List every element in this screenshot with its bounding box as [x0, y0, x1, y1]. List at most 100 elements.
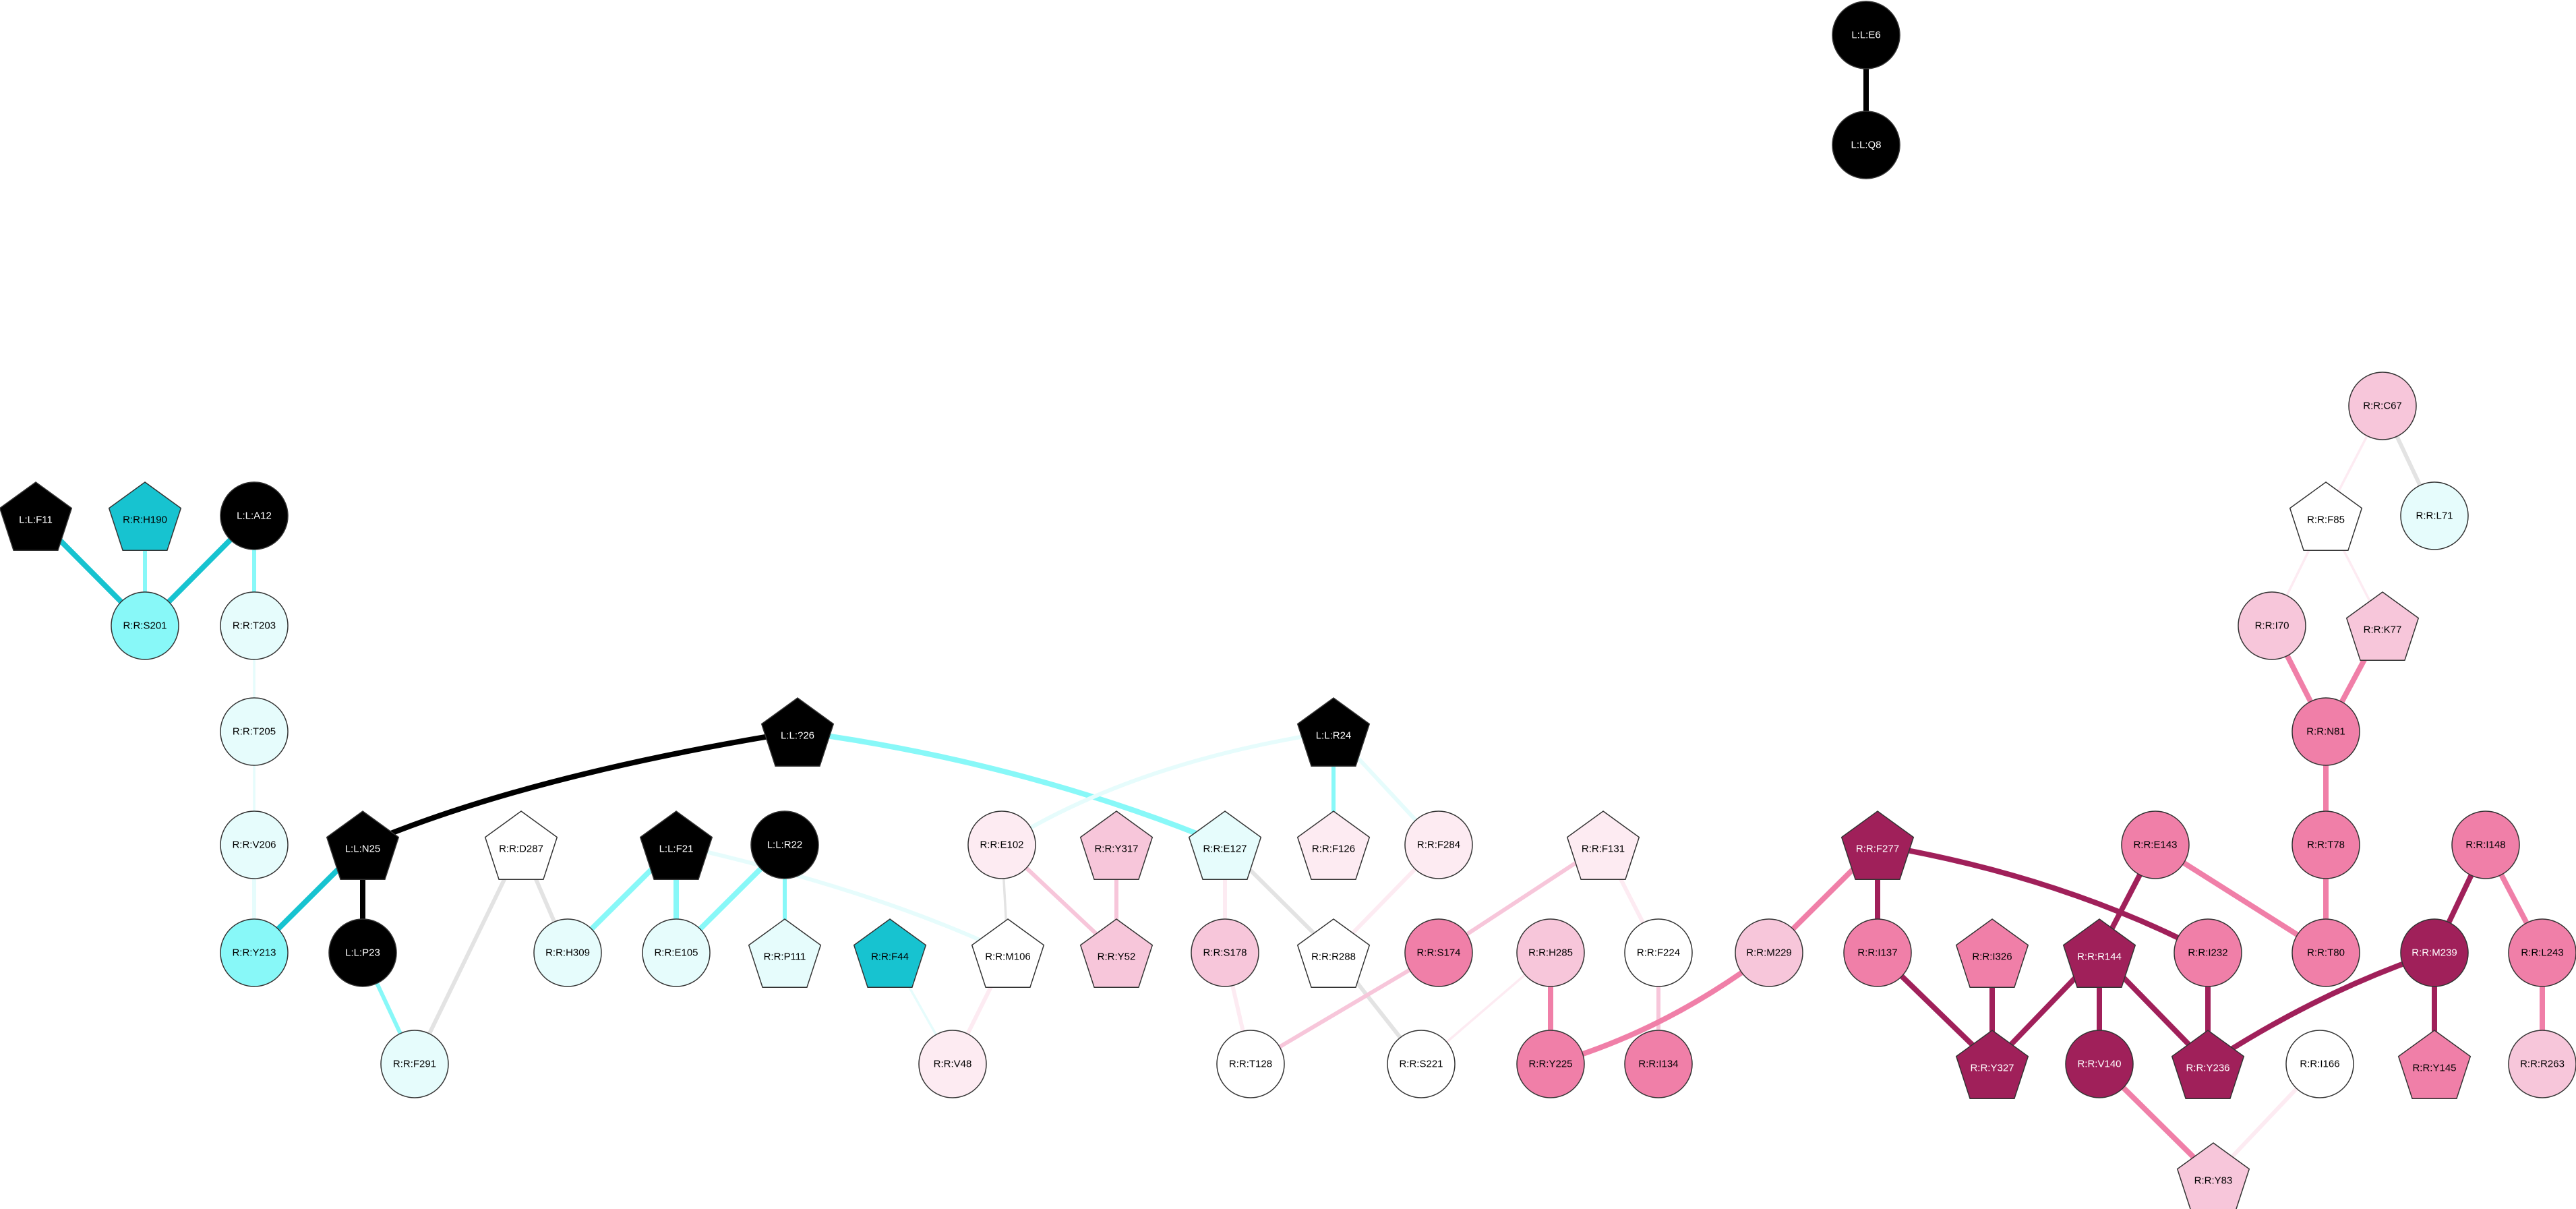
node-l-l-f21[interactable]: L:L:F21 — [639, 810, 713, 881]
node-r-r-h190[interactable]: R:R:H190 — [108, 481, 182, 552]
node-label: R:R:Y317 — [1094, 844, 1138, 855]
node-r-r-d287[interactable]: R:R:D287 — [484, 810, 558, 881]
edge-r-r-f277-to-r-r-i232 — [1875, 842, 2211, 955]
node-circle-shape — [220, 591, 289, 660]
node-r-r-i232[interactable]: R:R:I232 — [2174, 918, 2242, 987]
node-label: R:R:M106 — [985, 951, 1031, 963]
node-r-r-i326[interactable]: R:R:I326 — [1955, 918, 2029, 989]
node-r-r-r288[interactable]: R:R:R288 — [1296, 918, 1371, 989]
node-label: L:L:P23 — [345, 947, 380, 959]
node-r-r-l71[interactable]: R:R:L71 — [2400, 481, 2469, 550]
node-circle-shape — [1735, 918, 1803, 987]
node-circle-shape — [2451, 810, 2520, 879]
node-r-r-m106[interactable]: R:R:M106 — [971, 918, 1045, 989]
node-label: R:R:F277 — [1856, 844, 1899, 855]
node-circle-shape — [220, 918, 289, 987]
node-pentagon-shape — [748, 918, 822, 989]
node-r-r-y225[interactable]: R:R:Y225 — [1516, 1030, 1585, 1098]
node-r-r-s221[interactable]: R:R:S221 — [1387, 1030, 1456, 1098]
node-pentagon-shape — [1955, 918, 2029, 989]
node-r-r-f131[interactable]: R:R:F131 — [1566, 810, 1640, 881]
node-r-r-t205[interactable]: R:R:T205 — [220, 697, 289, 766]
node-r-r-s178[interactable]: R:R:S178 — [1191, 918, 1259, 987]
node-pentagon-shape — [0, 481, 73, 552]
node-r-r-v48[interactable]: R:R:V48 — [918, 1030, 987, 1098]
node-label: R:R:M239 — [2412, 947, 2457, 959]
node-r-r-y52[interactable]: R:R:Y52 — [1079, 918, 1154, 989]
node-label: R:R:I232 — [2188, 947, 2227, 959]
node-r-r-i148[interactable]: R:R:I148 — [2451, 810, 2520, 879]
node-label: R:R:I137 — [1857, 947, 1897, 959]
node-r-r-f44[interactable]: R:R:F44 — [853, 918, 927, 989]
node-r-r-v140[interactable]: R:R:V140 — [2065, 1030, 2134, 1098]
node-circle-shape — [2292, 810, 2360, 879]
node-circle-shape — [1516, 1030, 1585, 1098]
node-circle-shape — [2238, 591, 2306, 660]
node-r-r-i134[interactable]: R:R:I134 — [1624, 1030, 1693, 1098]
node-r-r-f224[interactable]: R:R:F224 — [1624, 918, 1693, 987]
node-r-r-t128[interactable]: R:R:T128 — [1216, 1030, 1285, 1098]
node-r-r-l243[interactable]: R:R:L243 — [2508, 918, 2576, 987]
node-r-r-i166[interactable]: R:R:I166 — [2285, 1030, 2354, 1098]
node-r-r-s201[interactable]: R:R:S201 — [111, 591, 179, 660]
node-pentagon-shape — [1955, 1030, 2029, 1100]
node-label: R:R:L71 — [2416, 510, 2453, 522]
node-l-l-a12[interactable]: L:L:A12 — [220, 481, 289, 550]
node-r-r-y236[interactable]: R:R:Y236 — [2171, 1030, 2245, 1100]
node-r-r-f284[interactable]: R:R:F284 — [1404, 810, 1473, 879]
node-r-r-r144[interactable]: R:R:R144 — [2062, 918, 2136, 989]
node-r-r-m239[interactable]: R:R:M239 — [2400, 918, 2469, 987]
node-r-r-i137[interactable]: R:R:I137 — [1843, 918, 1912, 987]
node-r-r-f85[interactable]: R:R:F85 — [2289, 481, 2363, 552]
node-r-r-m229[interactable]: R:R:M229 — [1735, 918, 1803, 987]
node-r-r-i70[interactable]: R:R:I70 — [2238, 591, 2306, 660]
node-pentagon-shape — [2176, 1142, 2250, 1209]
node-r-r-f277[interactable]: R:R:F277 — [1840, 810, 1915, 881]
node-label: L:L:N25 — [345, 844, 381, 855]
node-r-r-y83[interactable]: R:R:Y83 — [2176, 1142, 2250, 1209]
node-l-l-p23[interactable]: L:L:P23 — [328, 918, 397, 987]
node-l-l-e6[interactable]: L:L:E6 — [1832, 1, 1900, 69]
node-l-l-r24[interactable]: L:L:R24 — [1296, 697, 1371, 767]
node-circle-shape — [1516, 918, 1585, 987]
node-r-r-h309[interactable]: R:R:H309 — [533, 918, 602, 987]
node-r-r-f126[interactable]: R:R:F126 — [1296, 810, 1371, 881]
node-label: R:R:R144 — [2077, 951, 2122, 963]
node-r-r-h285[interactable]: R:R:H285 — [1516, 918, 1585, 987]
node-l-l-26[interactable]: L:L:?26 — [760, 697, 835, 767]
node-r-r-e127[interactable]: R:R:E127 — [1188, 810, 1262, 881]
node-label: R:R:F44 — [871, 951, 909, 963]
node-r-r-f291[interactable]: R:R:F291 — [380, 1030, 449, 1098]
node-r-r-t203[interactable]: R:R:T203 — [220, 591, 289, 660]
node-l-l-q8[interactable]: L:L:Q8 — [1832, 111, 1900, 179]
node-r-r-y213[interactable]: R:R:Y213 — [220, 918, 289, 987]
node-r-r-r263[interactable]: R:R:R263 — [2508, 1030, 2576, 1098]
node-r-r-e105[interactable]: R:R:E105 — [642, 918, 711, 987]
node-r-r-y317[interactable]: R:R:Y317 — [1079, 810, 1154, 881]
node-r-r-y145[interactable]: R:R:Y145 — [2397, 1030, 2472, 1100]
node-label: R:R:E102 — [980, 839, 1023, 851]
node-l-l-f11[interactable]: L:L:F11 — [0, 481, 73, 552]
node-circle-shape — [328, 918, 397, 987]
edge-l-l-r24-to-r-r-e102 — [1000, 730, 1336, 847]
node-circle-shape — [2508, 918, 2576, 987]
node-label: R:R:E105 — [654, 947, 698, 959]
node-circle-shape — [1387, 1030, 1456, 1098]
node-label: R:R:Y83 — [2194, 1175, 2233, 1187]
node-r-r-v206[interactable]: R:R:V206 — [220, 810, 289, 879]
node-l-l-r22[interactable]: L:L:R22 — [750, 810, 819, 879]
node-r-r-e102[interactable]: R:R:E102 — [967, 810, 1036, 879]
node-l-l-n25[interactable]: L:L:N25 — [326, 810, 400, 881]
node-r-r-k77[interactable]: R:R:K77 — [2345, 591, 2420, 661]
node-r-r-s174[interactable]: R:R:S174 — [1404, 918, 1473, 987]
node-label: R:R:V140 — [2077, 1059, 2121, 1070]
node-r-r-c67[interactable]: R:R:C67 — [2348, 372, 2417, 440]
node-r-r-t78[interactable]: R:R:T78 — [2292, 810, 2360, 879]
node-r-r-y327[interactable]: R:R:Y327 — [1955, 1030, 2029, 1100]
node-r-r-e143[interactable]: R:R:E143 — [2121, 810, 2190, 879]
node-r-r-p111[interactable]: R:R:P111 — [748, 918, 822, 989]
node-circle-shape — [2400, 918, 2469, 987]
node-r-r-t80[interactable]: R:R:T80 — [2292, 918, 2360, 987]
node-r-r-n81[interactable]: R:R:N81 — [2292, 697, 2360, 766]
